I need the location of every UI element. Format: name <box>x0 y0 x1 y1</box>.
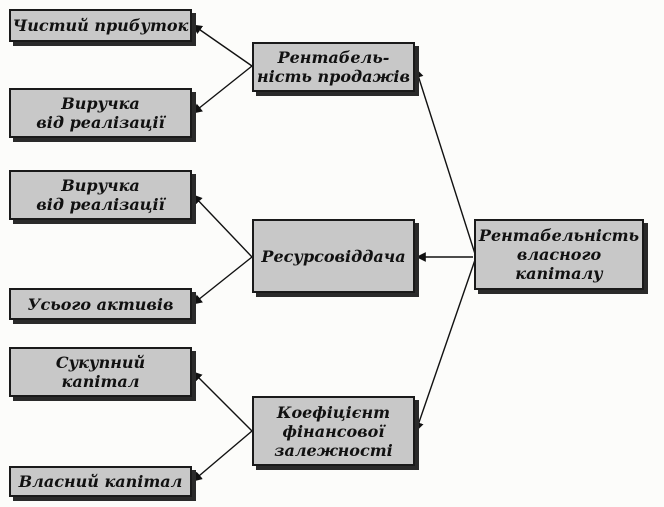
arrow-financial-dependence-to-total-capital <box>192 371 253 432</box>
arrow-root-to-financial-dependence <box>414 256 477 432</box>
root-return-on-equity: Рентабельність власного капіталу <box>474 219 644 290</box>
arrow-sales-profitability-to-net-profit <box>192 24 253 67</box>
arrow-root-to-sales-profitability <box>414 68 477 258</box>
leaf-net-profit: Чистий прибуток <box>9 9 192 42</box>
mid-resource-return: Ресурсовіддача <box>252 219 415 293</box>
leaf-equity: Власний капітал <box>9 466 192 497</box>
mid-financial-dependence: Коефіцієнт фінансової залежності <box>252 396 415 466</box>
arrow-resource-return-to-total-assets <box>192 256 253 305</box>
leaf-revenue-1: Виручка від реалізації <box>9 88 192 138</box>
arrow-sales-profitability-to-revenue <box>192 65 253 114</box>
arrow-financial-dependence-to-equity <box>192 430 253 482</box>
mid-sales-profitability: Рентабель- ність продажів <box>252 42 415 92</box>
leaf-total-capital: Сукупний капітал <box>9 347 192 397</box>
leaf-revenue-2: Виручка від реалізації <box>9 170 192 220</box>
leaf-total-assets: Усього активів <box>9 288 192 320</box>
arrow-resource-return-to-revenue <box>192 194 253 258</box>
